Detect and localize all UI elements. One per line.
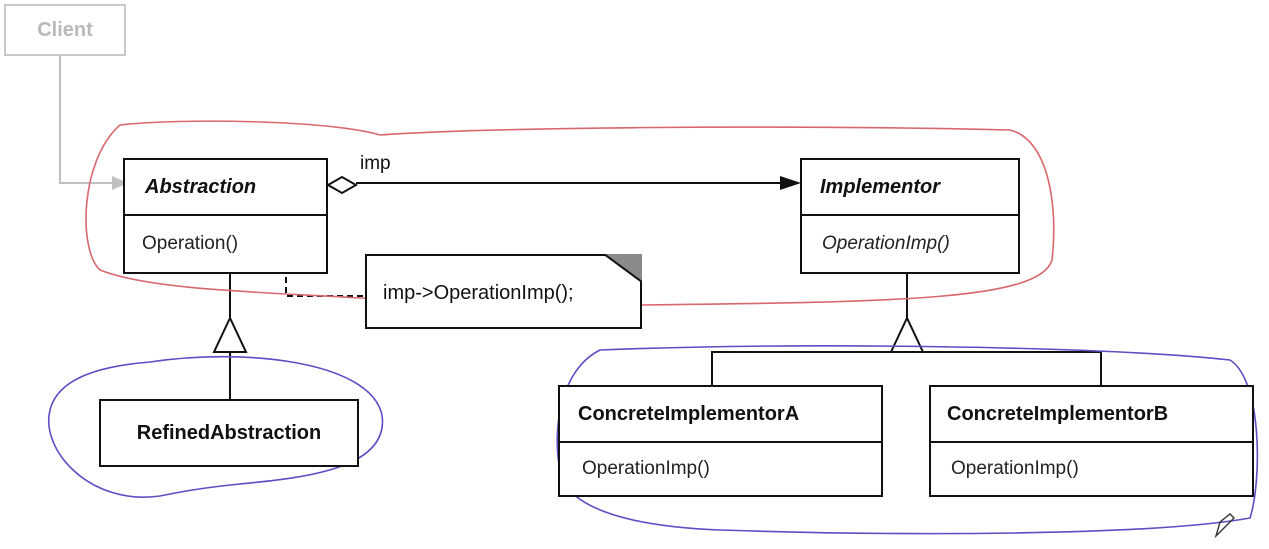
client-label: Client (37, 18, 93, 41)
implementor-body: OperationImp() (802, 216, 1018, 272)
inheritance-triangle-abstraction (212, 315, 248, 353)
inheritance-triangle-implementor (889, 315, 925, 353)
implementor-name: Implementor (820, 175, 941, 198)
pen-cursor-icon (1214, 513, 1235, 539)
concrete-b-body: OperationImp() (931, 443, 1252, 495)
implementor-header: Implementor (802, 160, 1018, 216)
association-label: imp (360, 153, 391, 174)
concrete-implementor-a-class: ConcreteImplementorA OperationImp() (558, 385, 883, 497)
concrete-a-operation: OperationImp() (582, 458, 710, 479)
concrete-a-name: ConcreteImplementorA (578, 402, 800, 425)
aggregation-diamond (325, 175, 359, 195)
abstraction-header: Abstraction (125, 160, 326, 216)
refined-abstraction-class: RefinedAbstraction (99, 399, 359, 467)
inheritance-branch (711, 351, 1102, 385)
code-note: imp->OperationImp(); (365, 254, 642, 329)
concrete-b-name: ConcreteImplementorB (947, 402, 1169, 425)
note-dogear-icon (604, 254, 642, 282)
client-connector (59, 55, 118, 184)
abstraction-name: Abstraction (145, 175, 257, 198)
refined-abstraction-name: RefinedAbstraction (136, 421, 322, 444)
abstraction-class: Abstraction Operation() (123, 158, 328, 274)
concrete-b-header: ConcreteImplementorB (931, 387, 1252, 443)
imp-arrowhead (780, 176, 801, 190)
concrete-implementor-b-class: ConcreteImplementorB OperationImp() (929, 385, 1254, 497)
abstraction-body: Operation() (125, 216, 326, 272)
concrete-b-operation: OperationImp() (951, 458, 1079, 479)
client-box: Client (4, 4, 126, 56)
abstraction-operation: Operation() (142, 233, 239, 254)
concrete-a-body: OperationImp() (560, 443, 881, 495)
implementor-class: Implementor OperationImp() (800, 158, 1020, 274)
concrete-a-header: ConcreteImplementorA (560, 387, 881, 443)
implementor-operation: OperationImp() (822, 233, 950, 254)
note-text: imp->OperationImp(); (383, 282, 574, 304)
